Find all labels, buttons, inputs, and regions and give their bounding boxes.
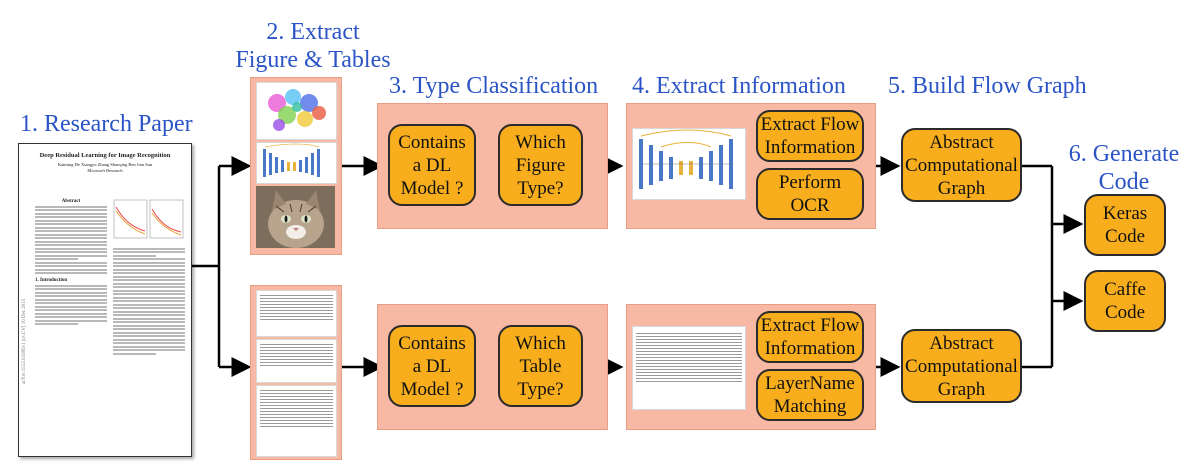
extract-flow-info-box-top: Extract Flow Information [756, 110, 864, 162]
extract-flow-info-label-bottom: Extract Flow Information [760, 315, 860, 359]
keras-code-label: Keras Code [1102, 203, 1148, 247]
which-figure-type-label: Which Figure Type? [515, 131, 566, 199]
perform-ocr-box: Perform OCR [756, 168, 864, 220]
step2-title: 2. Extract Figure & Tables [228, 18, 398, 74]
layername-matching-label: LayerName Matching [765, 373, 855, 417]
contains-dl-model-label-bottom: Contains a DL Model ? [398, 332, 466, 400]
contains-dl-model-box-top: Contains a DL Model ? [388, 124, 476, 206]
scatter-plot-graphic [268, 89, 326, 131]
paper-side-text: arXiv:1512.03385v1 [cs.CV] 10 Dec 2015 [22, 204, 28, 384]
architecture-detail-graphic [639, 129, 733, 189]
paper-affiliation: Microsoft Research [87, 168, 123, 173]
abstract-graph-box-top: Abstract Computational Graph [901, 128, 1022, 202]
paper-plot-figure [113, 199, 184, 239]
paper-title: Deep Residual Learning for Image Recogni… [39, 152, 171, 159]
step4-title: 4. Extract Information [632, 73, 846, 99]
table-extract-panel [250, 285, 342, 460]
architecture-bars-graphic [263, 143, 320, 177]
paper-side-label: arXiv:1512.03385v1 [cs.CV] 10 Dec 2015 [22, 298, 27, 384]
scatter-figure-thumbnail [256, 82, 337, 140]
keras-code-box: Keras Code [1084, 194, 1166, 256]
table1-thumbnail [256, 290, 337, 337]
step2-title-line1: 2. Extract [266, 19, 360, 45]
contains-dl-model-label-top: Contains a DL Model ? [398, 131, 466, 199]
step3-title: 3. Type Classification [389, 73, 599, 99]
paper-right-column [113, 199, 185, 356]
architecture-figure-detail [632, 128, 746, 200]
cat-photo-thumbnail [256, 186, 335, 248]
abstract-graph-box-bottom: Abstract Computational Graph [901, 329, 1022, 403]
table3-thumbnail [256, 385, 337, 457]
perform-ocr-label: Perform OCR [778, 172, 842, 216]
abstract-graph-label-bottom: Abstract Computational Graph [905, 332, 1018, 400]
paper-abstract-heading: Abstract [61, 199, 81, 204]
step6-title: 6. Generate Code [1060, 140, 1188, 196]
paper-left-column: Abstract 1. Introduction [35, 199, 107, 327]
step5-title: 5. Build Flow Graph [888, 73, 1087, 99]
which-table-type-box: Which Table Type? [498, 325, 583, 407]
caffe-code-box: Caffe Code [1084, 270, 1166, 332]
step6-title-line2: Code [1098, 169, 1150, 195]
step1-title: 1. Research Paper [20, 111, 193, 137]
which-figure-type-box: Which Figure Type? [498, 124, 583, 206]
cat-image-graphic [256, 186, 335, 248]
contains-dl-model-box-bottom: Contains a DL Model ? [388, 325, 476, 407]
step6-title-line1: 6. Generate [1068, 141, 1180, 167]
research-paper-image: arXiv:1512.03385v1 [cs.CV] 10 Dec 2015 D… [18, 143, 192, 457]
table-detail [632, 326, 746, 410]
paper-authors: Kaiming He Xiangyu Zhang Shaoqing Ren Ji… [57, 162, 153, 167]
figure-extract-panel [250, 77, 342, 255]
which-table-type-label: Which Table Type? [515, 332, 566, 400]
layername-matching-box: LayerName Matching [756, 369, 864, 421]
step2-title-line2: Figure & Tables [235, 47, 391, 73]
extract-flow-info-label-top: Extract Flow Information [760, 114, 860, 158]
extract-flow-info-box-bottom: Extract Flow Information [756, 311, 864, 363]
paper-intro-heading: 1. Introduction [35, 278, 68, 283]
caffe-code-label: Caffe Code [1104, 279, 1146, 323]
table2-thumbnail [256, 339, 337, 383]
architecture-figure-thumbnail [256, 142, 337, 184]
abstract-graph-label-top: Abstract Computational Graph [905, 131, 1018, 199]
